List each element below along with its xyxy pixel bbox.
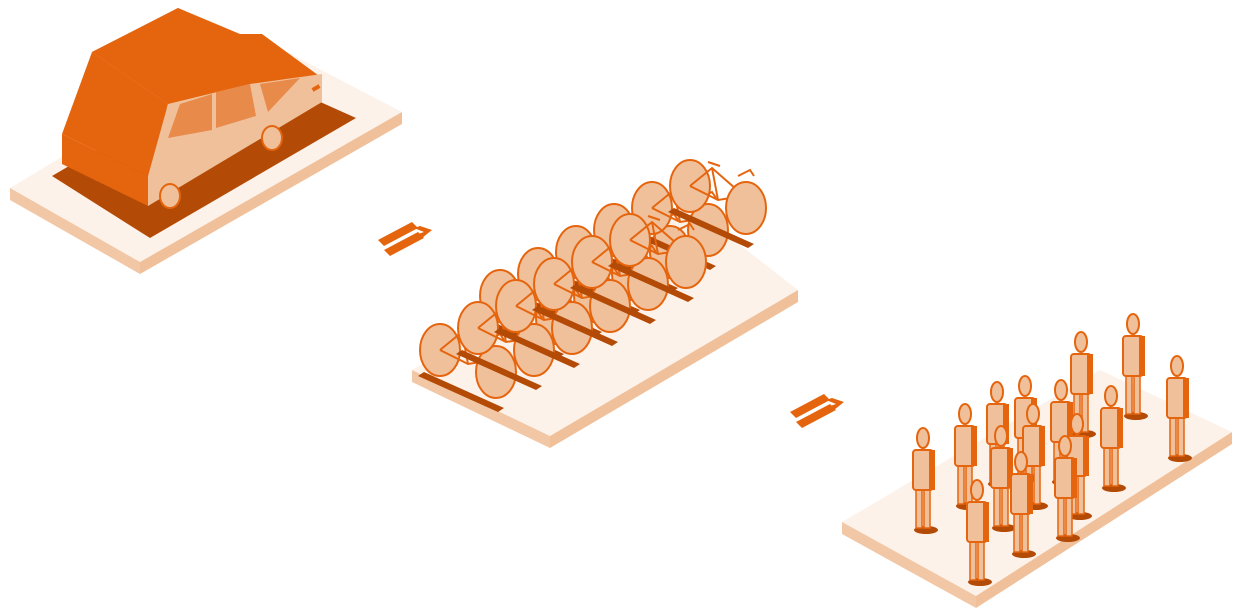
person-icon (1122, 313, 1148, 420)
equals-arrow-icon (790, 394, 844, 428)
people-group (842, 313, 1232, 608)
person-icon (1010, 451, 1036, 558)
bicycle-icon (570, 235, 669, 324)
car-icon (62, 8, 322, 209)
car-group (10, 8, 402, 274)
equals-arrow-icon (378, 222, 432, 256)
bicycle-group (412, 159, 798, 448)
person-icon (912, 427, 938, 534)
person-icon (1166, 355, 1192, 462)
bicycle-icon (668, 159, 767, 248)
bicycle-icon (608, 213, 707, 302)
person-icon (966, 479, 992, 586)
person-icon (1054, 435, 1080, 542)
person-icon (990, 425, 1016, 532)
person-icon (1100, 385, 1126, 492)
